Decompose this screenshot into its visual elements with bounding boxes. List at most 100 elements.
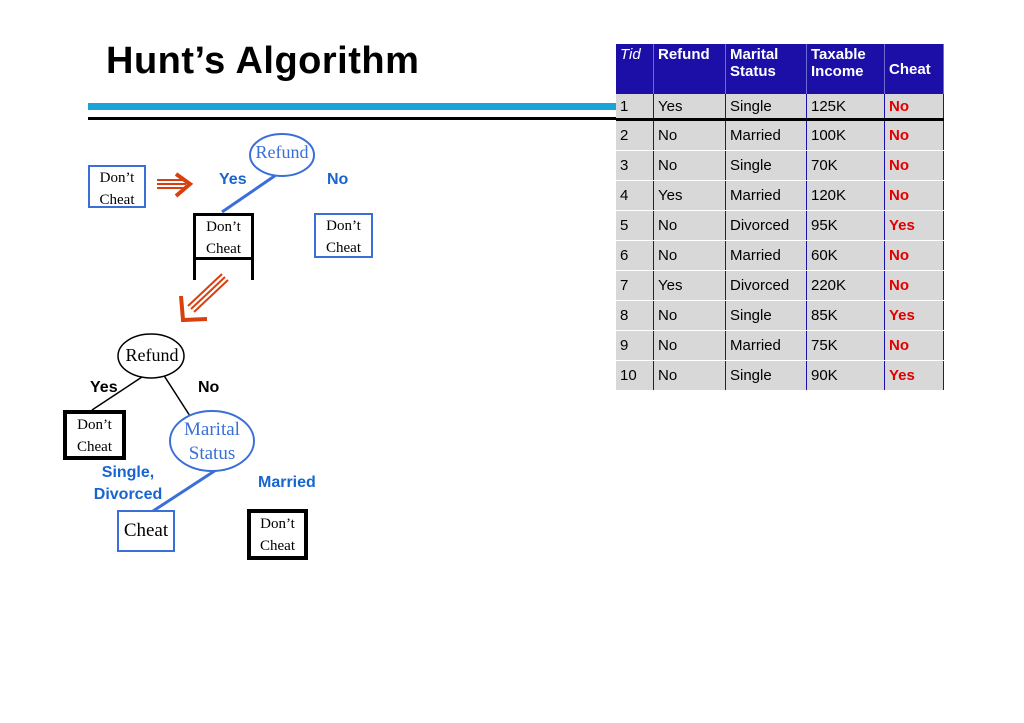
table-cell: Divorced [725,270,807,301]
table-cell: 60K [806,240,885,271]
table-cell: Yes [884,360,944,391]
header-tid: Tid [616,44,654,94]
header-cheat: Cheat [884,44,944,94]
table-cell: 2 [616,119,654,151]
header-marital-status: Marital Status [725,44,807,94]
table-cell: 9 [616,330,654,361]
tree2-yes-leaf: Don’t Cheat [63,410,126,460]
table-cell: No [884,150,944,181]
leaf-text-line1: Don’t [260,516,295,532]
table-cell: 7 [616,270,654,301]
table-cell: Yes [884,210,944,241]
table-cell: Yes [653,270,726,301]
table-cell: No [653,360,726,391]
table-cell: 95K [806,210,885,241]
table-cell: No [884,270,944,301]
table-cell: No [653,240,726,271]
branch-married-label: Married [258,474,316,491]
table-cell: No [653,300,726,331]
arrow-right-icon [157,172,194,198]
tree1-edge-yes [221,173,277,214]
table-cell: 3 [616,150,654,181]
table-cell: Yes [884,300,944,331]
table-cell: No [884,240,944,271]
table-cell: Yes [653,180,726,211]
table-cell: Single [725,360,807,391]
table-header-row: Tid Refund Marital Status Taxable Income… [616,44,944,94]
leaf-text-line1: Don’t [77,417,112,433]
table-cell: 6 [616,240,654,271]
table-cell: 75K [806,330,885,361]
node-text-line2: Status [188,443,236,464]
table-cell: 4 [616,180,654,211]
table-cell: Married [725,119,807,151]
leaf-text-line2: Cheat [99,192,135,208]
table-cell: Married [725,330,807,361]
marital-status-ellipse [169,410,255,472]
training-data-table: Tid Refund Marital Status Taxable Income… [616,44,944,391]
table-cell: No [884,180,944,211]
table-cell: 120K [806,180,885,211]
header-refund: Refund [653,44,726,94]
leaf-text: Cheat [123,520,169,541]
table-cell: Divorced [725,210,807,241]
tree2-cheat-leaf: Cheat [117,510,175,552]
tree2-edge-yes [91,374,146,411]
table-cell: 8 [616,300,654,331]
tree1-initial-leaf: Don’t Cheat [88,165,146,208]
tree1-root-ellipse [249,133,315,177]
tree2-root-label: Refund [125,345,179,365]
title-underline-blue [88,103,618,110]
table-cell: Single [725,150,807,181]
tree1-yes-leaf-stand [193,258,254,280]
tree1-no-leaf: Don’t Cheat [314,213,373,258]
leaf-text-line1: Don’t [326,218,361,234]
tree2-no-label: No [198,379,220,396]
table-cell: 125K [806,94,885,121]
tree2-yes-label: Yes [90,379,118,396]
table-cell: 100K [806,119,885,151]
tree2-edge-no [162,373,191,417]
table-cell: 10 [616,360,654,391]
table-cell: Married [725,180,807,211]
table-cell: Married [725,240,807,271]
table-cell: No [653,330,726,361]
table-cell: 1 [616,94,654,121]
leaf-text-line1: Don’t [99,170,135,186]
leaf-text-line2: Cheat [77,439,112,455]
tree2-married-leaf: Don’t Cheat [247,509,308,560]
table-cell: 90K [806,360,885,391]
tree2-edge-left [149,468,217,515]
table-cell: 85K [806,300,885,331]
table-cell: 70K [806,150,885,181]
slide-title: Hunt’s Algorithm [106,40,420,82]
arrow-down-left-icon [179,273,229,323]
tree2-root-ellipse [117,333,185,379]
header-taxable-income: Taxable Income [806,44,885,94]
leaf-text-line1: Don’t [206,219,241,235]
table-cell: No [884,94,944,121]
node-text-line1: Marital [184,419,240,440]
table-cell: Single [725,94,807,121]
table-cell: No [884,330,944,361]
tree1-no-label: No [327,171,349,188]
branch-single-divorced-label: Single, Divorced [88,462,168,506]
branch-text-line2: Divorced [93,486,163,503]
leaf-text-line2: Cheat [260,538,295,554]
table-cell: 220K [806,270,885,301]
table-cell: No [884,119,944,151]
title-underline-black [88,117,940,120]
tree1-root-label: Refund [255,142,309,162]
table-cell: Single [725,300,807,331]
